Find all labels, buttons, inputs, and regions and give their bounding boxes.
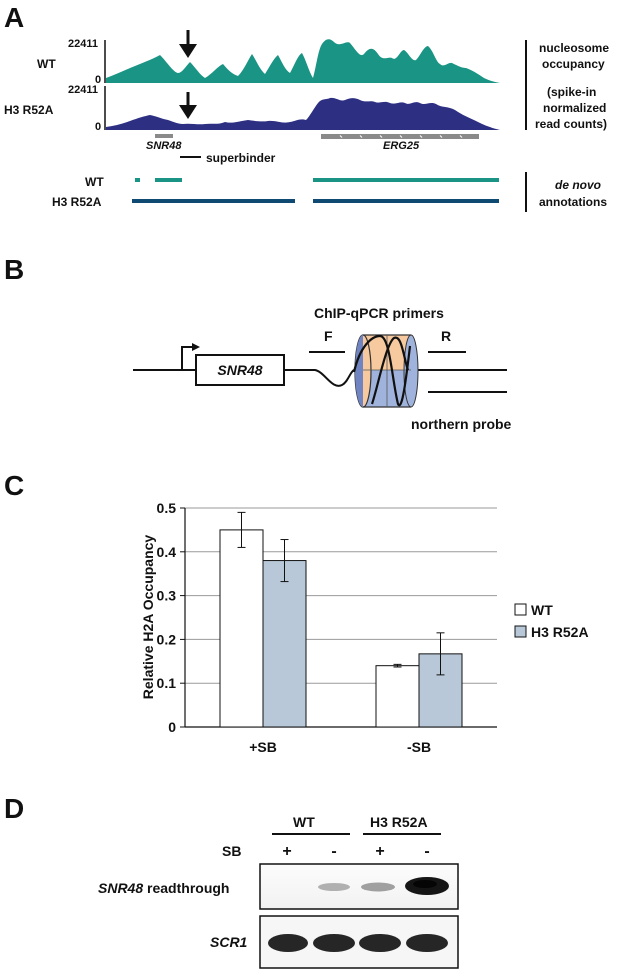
annotation-r52a-bar bbox=[132, 199, 295, 203]
legend-label: WT bbox=[531, 602, 553, 618]
annotation-wt-bar bbox=[313, 178, 499, 182]
track-wt-label: WT bbox=[37, 57, 56, 71]
snr48-gene-label: SNR48 bbox=[146, 140, 182, 152]
superbinder-label: superbinder bbox=[206, 151, 276, 165]
blot-row2-bands bbox=[268, 934, 448, 952]
tss-arrow-icon bbox=[181, 343, 200, 370]
x-tick-label: +SB bbox=[249, 739, 277, 755]
right-label-4: normalized bbox=[543, 101, 606, 115]
track-r52a-label: H3 R52A bbox=[4, 103, 54, 117]
y-tick-label: 0.4 bbox=[157, 544, 177, 560]
primer-r-label: R bbox=[441, 328, 451, 344]
panel-a-label: A bbox=[4, 2, 24, 33]
panel-b-label: B bbox=[4, 254, 24, 285]
primers-title: ChIP-qPCR primers bbox=[314, 305, 444, 321]
right-label-3: (spike-in bbox=[547, 85, 596, 99]
right-label-1: nucleosome bbox=[539, 41, 609, 55]
snr48-box bbox=[195, 354, 285, 386]
track-r52a-ymax: 22411 bbox=[68, 84, 98, 96]
legend-label: H3 R52A bbox=[531, 624, 589, 640]
arrow-down-icon bbox=[179, 30, 197, 58]
right-label-5: read counts) bbox=[535, 117, 607, 131]
track-r52a-coverage bbox=[106, 97, 500, 130]
legend-swatch bbox=[514, 625, 527, 638]
bar bbox=[262, 560, 307, 728]
y-tick-label: 0.5 bbox=[157, 500, 177, 516]
snr48-box-label: SNR48 bbox=[217, 362, 262, 378]
blot-row2-label: SCR1 bbox=[210, 934, 248, 950]
track-wt-coverage bbox=[106, 39, 500, 83]
blot-sb-label: SB bbox=[222, 843, 241, 859]
bar bbox=[375, 665, 420, 728]
dna-line bbox=[133, 369, 507, 387]
blot-lane-sign: + bbox=[282, 843, 291, 860]
track-r52a-ymin: 0 bbox=[95, 121, 101, 133]
blot-r52a-label: H3 R52A bbox=[370, 814, 428, 830]
panel-d-label: D bbox=[4, 793, 24, 824]
y-tick-label: 0 bbox=[168, 719, 176, 735]
nucleosome-icon bbox=[352, 334, 419, 408]
blot-lane-sign: + bbox=[375, 843, 384, 860]
blot-lane-sign: - bbox=[424, 843, 429, 860]
y-tick-label: 0.3 bbox=[157, 588, 177, 604]
annotation-r52a-label: H3 R52A bbox=[52, 195, 102, 209]
annotation-wt-bar bbox=[135, 178, 140, 182]
y-tick-label: 0.1 bbox=[157, 675, 177, 691]
blot-row1-label: SNR48 readthrough bbox=[98, 880, 229, 896]
annotation-r52a-bar bbox=[313, 199, 499, 203]
blot-wt-label: WT bbox=[293, 814, 315, 830]
blot-row1-bands bbox=[318, 877, 449, 895]
arrow-down-icon bbox=[179, 92, 197, 119]
annotation-wt-bar bbox=[155, 178, 182, 182]
y-axis-label: Relative H2A Occupancy bbox=[140, 535, 156, 700]
snr48-gene-bar bbox=[155, 134, 173, 138]
erg25-gene-label: ERG25 bbox=[383, 140, 420, 152]
track-wt-ymin: 0 bbox=[95, 74, 101, 86]
annotation-annotations-label: annotations bbox=[539, 195, 607, 209]
panel-c-label: C bbox=[4, 470, 24, 501]
primer-f-label: F bbox=[324, 328, 333, 344]
bar-chart: 0 0.1 0.2 0.3 0.4 0.5 +SB -SB Relative H2A Occup… bbox=[140, 500, 589, 755]
erg25-gene-bar bbox=[321, 134, 479, 139]
x-tick-label: -SB bbox=[407, 739, 431, 755]
northern-probe-label: northern probe bbox=[411, 416, 512, 432]
blot-row1-membrane bbox=[259, 863, 459, 910]
bar bbox=[219, 529, 264, 728]
legend-swatch bbox=[514, 603, 527, 616]
annotation-denovo-label: de novo bbox=[555, 178, 601, 192]
blot-lane-sign: - bbox=[331, 843, 336, 860]
right-label-2: occupancy bbox=[542, 57, 605, 71]
track-wt-ymax: 22411 bbox=[68, 38, 98, 50]
erg25-gene-ticks bbox=[339, 135, 463, 138]
annotation-wt-label: WT bbox=[85, 175, 104, 189]
y-tick-label: 0.2 bbox=[157, 631, 177, 647]
